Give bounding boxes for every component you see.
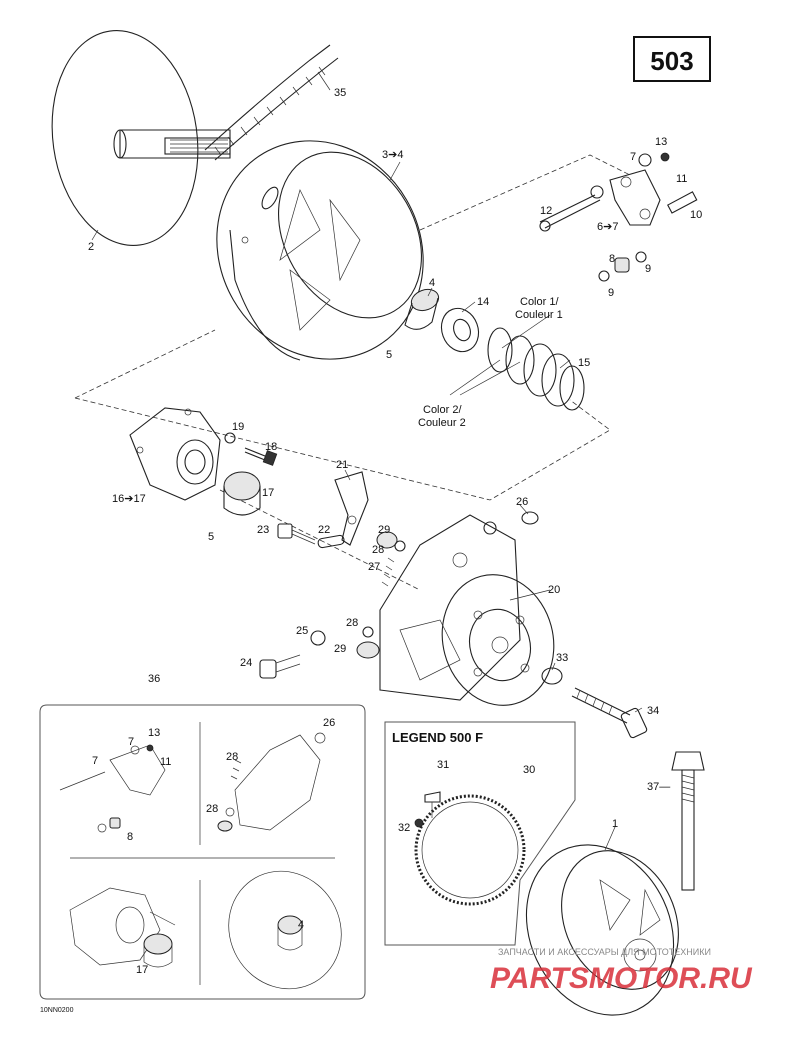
drive-belt-part (204, 44, 339, 161)
callout-25: 25 (296, 625, 308, 637)
movable-sheave-part (216, 140, 424, 361)
inset-callout-28b: 28 (206, 803, 218, 815)
callout-22: 22 (318, 524, 330, 536)
inset-callout-13: 13 (148, 727, 160, 739)
label-color1: Color 1/ (520, 296, 559, 308)
callout-29a: 29 (378, 524, 390, 536)
callout-27: 27 (368, 561, 380, 573)
callout-18: 18 (265, 441, 277, 453)
watermark-caption: ЗАПЧАСТИ И АКСЕССУАРЫ ДЛЯ МОТОТЕХНИКИ (498, 947, 711, 957)
callout-5a: 5 (386, 349, 392, 361)
callout-16-17: 16➔17 (112, 493, 146, 505)
bolt-part-34 (541, 667, 648, 739)
callout-20: 20 (548, 584, 560, 596)
image-code: 10NN0200 (40, 1007, 74, 1014)
callout-30: 30 (523, 764, 535, 776)
callout-15: 15 (578, 357, 590, 369)
callout-23: 23 (257, 524, 269, 536)
callout-14: 14 (477, 296, 489, 308)
lever-assembly-parts (539, 152, 698, 282)
roller-arm-part-21 (334, 471, 369, 546)
label-couleur1: Couleur 1 (515, 309, 563, 321)
callout-10: 10 (690, 209, 702, 221)
callout-9b: 9 (608, 287, 614, 299)
callout-11: 11 (676, 173, 687, 185)
callout-24: 24 (240, 657, 252, 669)
inset-callout-26: 26 (323, 717, 335, 729)
callout-5b: 5 (208, 531, 214, 543)
washer-part-14 (440, 307, 480, 353)
callout-4a: 4 (429, 277, 435, 289)
fixed-sheave-part (51, 30, 231, 246)
callout-13: 13 (655, 136, 667, 148)
callout-12: 12 (540, 205, 552, 217)
screw-part-23 (277, 523, 316, 545)
spring-part-15 (487, 327, 585, 411)
callout-9a: 9 (645, 263, 651, 275)
callout-26: 26 (516, 496, 528, 508)
inset-box-36 (39, 704, 366, 1000)
label-couleur2: Couleur 2 (418, 417, 466, 429)
inset-callout-17: 17 (136, 964, 148, 976)
callout-31: 31 (437, 759, 449, 771)
inset-callout-4: 4 (298, 919, 304, 931)
screw-part-18 (224, 432, 278, 466)
callout-labels: 2 35 3➔4 13 7 11 10 12 6➔7 8 9 9 4 14 5 … (88, 87, 702, 976)
assembly-dash-line-lower (219, 489, 421, 591)
drive-pulley-part-1 (525, 844, 679, 1016)
callout-28b: 28 (346, 617, 358, 629)
callout-29b: 29 (334, 643, 346, 655)
inset-callout-7a: 7 (128, 736, 134, 748)
legend-500f-box: LEGEND 500 F (384, 721, 576, 946)
inset-callout-11: 11 (160, 756, 171, 768)
callout-7: 7 (630, 151, 636, 163)
callout-33: 33 (556, 652, 568, 664)
inset-callout-8: 8 (127, 831, 133, 843)
bushing-part-4 (404, 288, 440, 330)
callout-28a: 28 (372, 544, 384, 556)
assembly-dash-line-upper (419, 154, 631, 231)
screw-part-24 (259, 630, 326, 679)
callout-3-4: 3➔4 (382, 149, 403, 161)
callout-19: 19 (232, 421, 244, 433)
ring-gear-part-30 (414, 794, 526, 906)
callout-8: 8 (609, 253, 615, 265)
callout-21: 21 (336, 459, 348, 471)
pin-part-22 (317, 534, 345, 549)
callout-1: 1 (612, 818, 618, 830)
bushing-part-17 (223, 471, 261, 516)
leader-lines (317, 71, 643, 851)
callout-37: 37— (647, 781, 670, 793)
assembly-dash-line-mid (74, 329, 611, 501)
inset-callout-28a: 28 (226, 751, 238, 763)
callout-36: 36 (148, 673, 160, 685)
label-color2: Color 2/ (423, 404, 462, 416)
small-parts-26-29 (356, 511, 539, 659)
spider-assembly-part-20 (379, 514, 555, 706)
legend-title: LEGEND 500 F (392, 730, 483, 745)
watermark: ЗАПЧАСТИ И АКСЕССУАРЫ ДЛЯ МОТОТЕХНИКИ PA… (490, 947, 753, 995)
callout-17a: 17 (262, 487, 274, 499)
callout-35: 35 (334, 87, 346, 99)
callout-6-7: 6➔7 (597, 221, 618, 233)
page-number: 503 (650, 46, 693, 76)
governor-cup-part (129, 407, 221, 501)
page-number-box: 503 (633, 36, 711, 82)
callout-34: 34 (647, 705, 659, 717)
bolt-part-37 (671, 751, 705, 891)
callout-32: 32 (398, 822, 410, 834)
watermark-logo: PARTSMOTOR.RU (490, 962, 753, 995)
callout-2: 2 (88, 241, 94, 253)
inset-callout-7b: 7 (92, 755, 98, 767)
